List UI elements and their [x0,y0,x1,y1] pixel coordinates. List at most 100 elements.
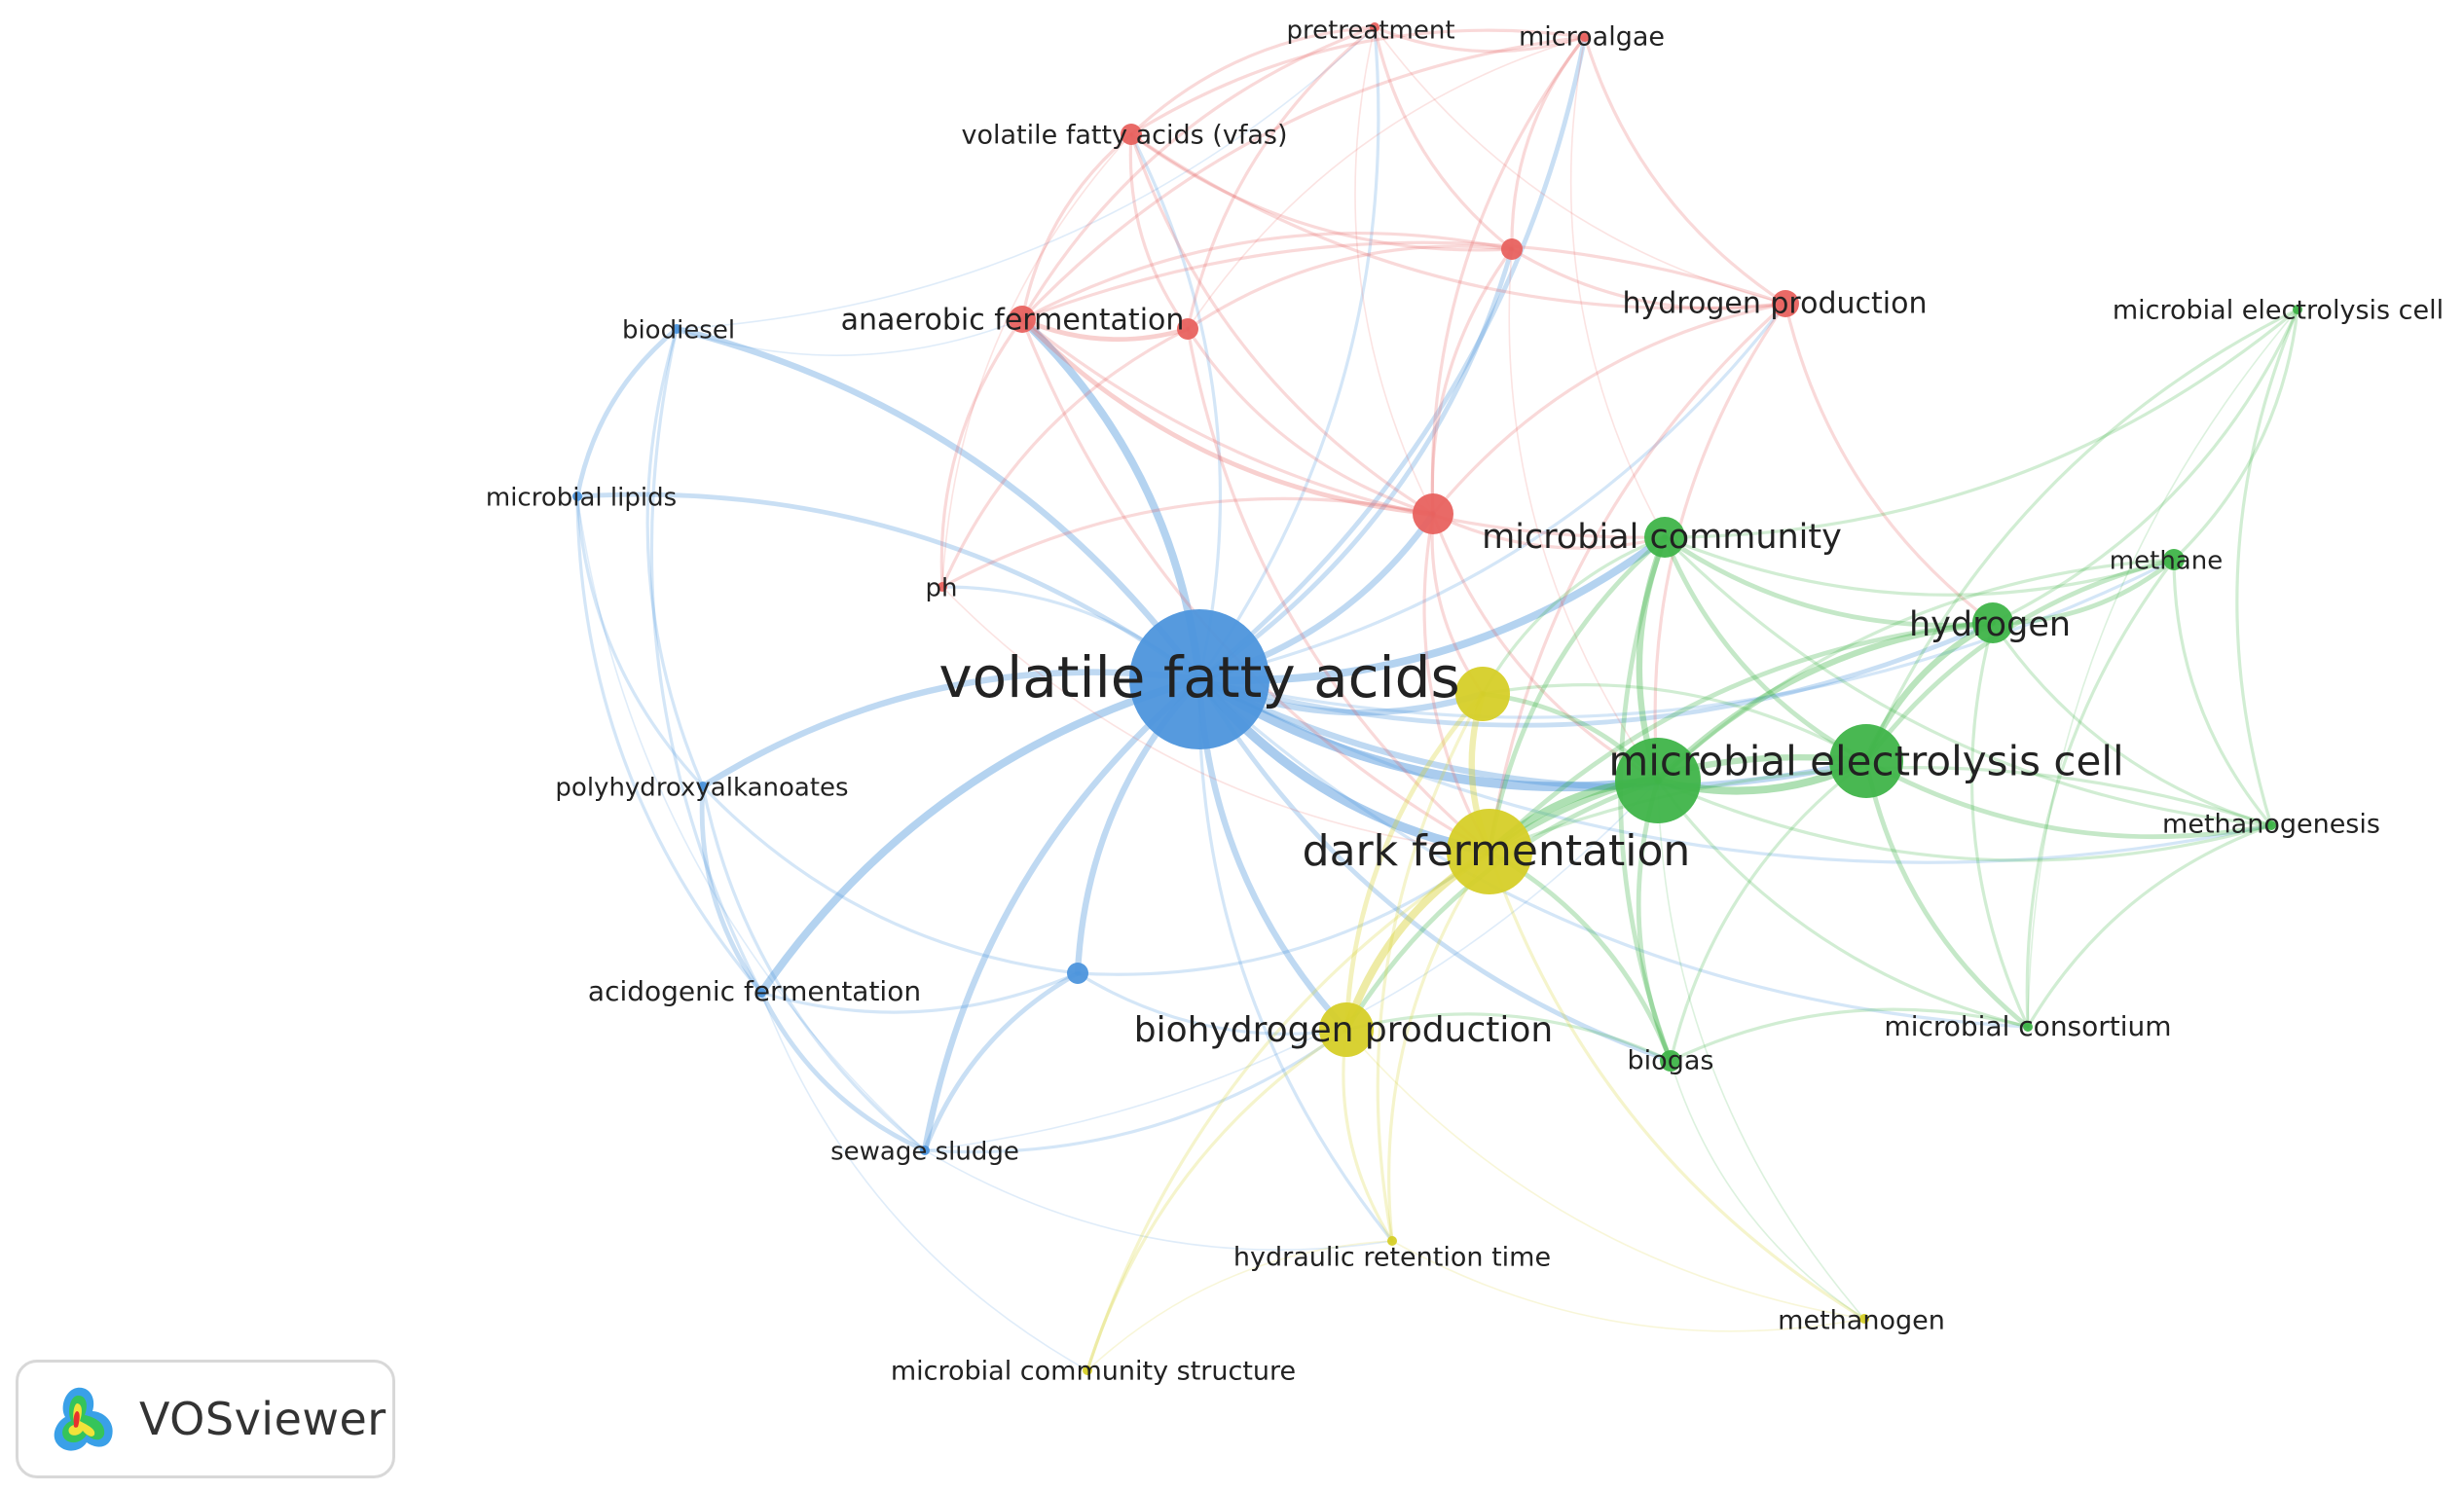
node-red_a[interactable] [1501,238,1523,260]
link-microalgae-microbial_community [1569,36,1666,538]
node-label-dark_fermentation: dark fermentation [1303,826,1691,876]
node-label-consortium: microbial consortium [1884,1010,2171,1042]
link-hydrogen_production-hydrogen [1784,302,1995,625]
link-mec-consortium [1656,779,2030,1029]
link-red_a-anaerobic_fermentation [1020,231,1514,321]
link-microbial_community-methanogenesis [1663,535,2273,827]
node-red_c[interactable] [1413,493,1453,534]
link-mec_top-methanogenesis [2235,308,2299,827]
link-microalgae-anaerobic_fermentation [1020,35,1587,321]
node-blue_unlabeled[interactable] [1067,963,1088,984]
node-consortium[interactable] [2023,1022,2033,1032]
link-microbial_community-yellow_a [1481,535,1667,696]
link-biohydrogen-hrt [1342,1028,1394,1243]
link-dark_fermentation-community_structure [1085,850,1491,1372]
link-vfa-pretreatment [1197,25,1380,681]
link-methanogenesis-consortium [2026,823,2273,1029]
link-methane-mec [1656,558,2176,782]
link-pretreatment-microalgae [1373,25,1587,54]
node-hydrogen_production[interactable] [1772,290,1799,317]
link-hydrogen-consortium [1969,621,2030,1029]
node-label-pha: polyhydroxyalkanoates [555,774,848,803]
link-microbial_lipids-pha [575,494,705,788]
link-hrt-community_structure [1086,1240,1393,1371]
link-vfa-microbial_lipids [574,491,1202,682]
link-pretreatment-red_c [1354,26,1434,515]
node-microbial_community[interactable] [1644,517,1685,558]
link-biogas-methanogen [1670,1060,1865,1320]
link-mec2-methanogenesis [1863,758,2274,840]
node-microbial_lipids[interactable] [572,491,582,501]
link-vfas_red-anaerobic_fermentation [1020,132,1133,321]
link-microalgae-red_b [1187,36,1586,330]
node-label-microbial_community: microbial community [1482,518,1842,557]
node-methane[interactable] [2163,549,2185,570]
link-pretreatment-hydrogen_production [1374,26,1786,305]
link-mec-methanogen [1657,780,1865,1320]
node-label-hrt: hydraulic retention time [1233,1243,1551,1273]
link-pretreatment-anaerobic_fermentation [1020,25,1377,321]
link-vfa-methane [1197,558,2176,719]
node-community_structure[interactable] [1083,1365,1092,1375]
node-biogas[interactable] [1660,1050,1681,1072]
link-yellow_a-hrt [1376,692,1485,1243]
node-hrt[interactable] [1387,1236,1397,1246]
node-vfa[interactable] [1129,609,1269,749]
node-label-acidogenic: acidogenic fermentation [588,975,921,1007]
node-dark_fermentation[interactable] [1447,809,1532,894]
link-red_b-ph [940,327,1190,589]
link-sewage-biohydrogen [923,1028,1348,1154]
node-acidogenic[interactable] [756,988,766,998]
node-ph[interactable] [938,582,947,592]
node-label-biogas: biogas [1628,1046,1714,1076]
link-mec2-consortium [1863,758,2031,1030]
node-hydrogen[interactable] [1972,602,2013,643]
node-red_b[interactable] [1177,318,1198,340]
node-mec2[interactable] [1829,724,1903,798]
link-biohydrogen-community_structure [1085,1028,1348,1372]
link-hydrogen-methanogenesis [1991,621,2273,827]
link-pha-acidogenic [699,783,764,996]
link-red_c-ph [940,496,1435,589]
link-vfa-hydrogen [1196,620,1996,728]
link-red_c-microbial_community [1431,512,1667,550]
link-mec_top-mec2 [1864,308,2299,763]
node-label-hydrogen_production: hydrogen production [1623,287,1928,321]
node-microalgae[interactable] [1580,32,1590,42]
link-acidogenic-sewage [758,990,928,1153]
node-biohydrogen[interactable] [1319,1002,1374,1057]
link-vfas_red-hydrogen_production [1129,132,1787,310]
link-anaerobic_fermentation-red_b [1019,316,1191,343]
link-acidogenic-blue_unlabeled [759,971,1080,1014]
node-yellow_a[interactable] [1455,667,1510,721]
link-pretreatment-red_a [1373,25,1514,251]
node-biodiesel[interactable] [672,324,681,334]
node-vfas_red[interactable] [1121,124,1142,145]
link-microbial_community-methane [1663,535,2176,597]
link-hrt-methanogen [1391,1240,1865,1332]
link-red_a-mec [1508,248,1659,782]
link-blue_unlabeled-dark_fermentation [1076,850,1491,976]
link-microbial_community-dark_fermentation [1487,534,1668,855]
link-hydrogen_production-anaerobic_fermentation [1020,240,1787,321]
link-dark_fermentation-hrt [1387,850,1491,1243]
link-ph-dark_fermentation [941,586,1490,853]
link-hydrogen_production-dark_fermentation [1488,302,1787,854]
link-vfa-pha [699,669,1203,790]
link-microalgae-red_a [1510,35,1587,251]
node-mec[interactable] [1615,738,1701,823]
link-microbial_community-mec_top [1663,308,2299,539]
node-methanogenesis[interactable] [2266,820,2276,830]
node-pretreatment[interactable] [1370,22,1379,32]
link-vfa-biodiesel [673,325,1203,683]
node-pha[interactable] [698,782,708,791]
link-mec_top-consortium [2027,309,2299,1028]
node-anaerobic_fermentation[interactable] [1009,306,1036,333]
node-sewage[interactable] [920,1146,930,1155]
node-mec_top[interactable] [2293,305,2302,314]
node-label-anaerobic_fermentation: anaerobic fermentation [841,304,1185,338]
node-methanogen[interactable] [1859,1314,1869,1324]
node-label-ph: ph [926,574,958,603]
link-red_a-red_c [1430,247,1514,516]
